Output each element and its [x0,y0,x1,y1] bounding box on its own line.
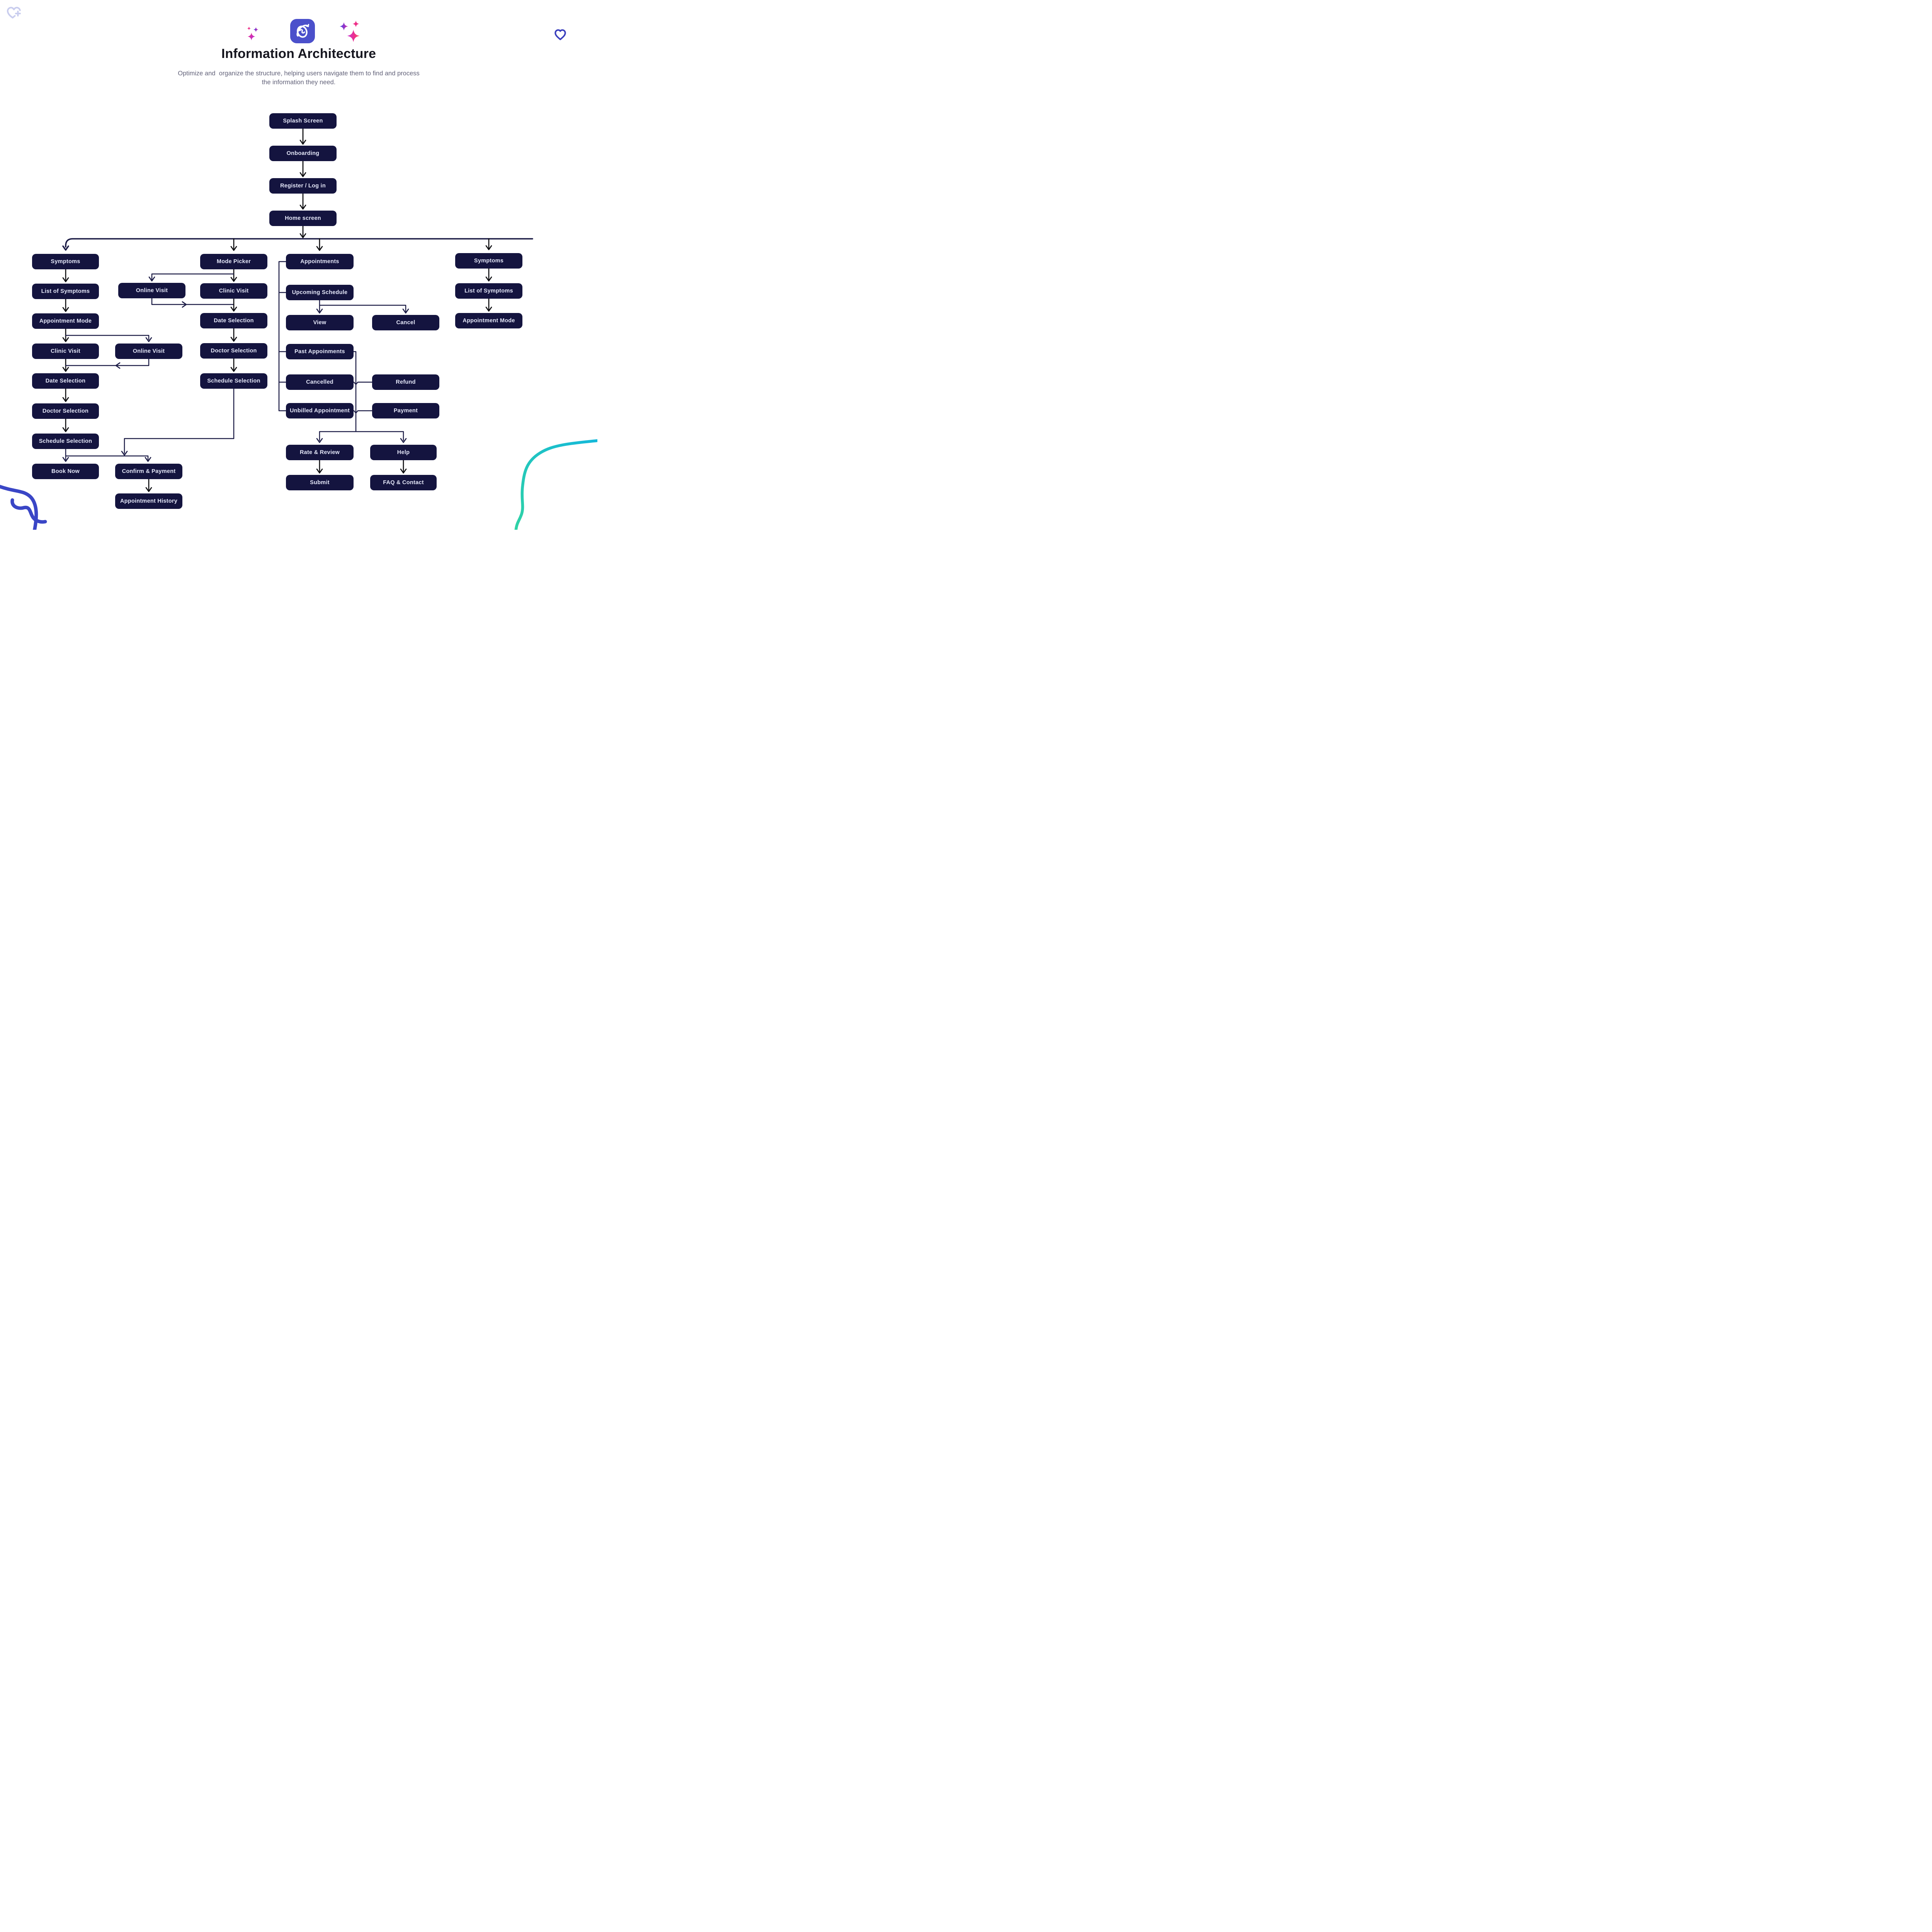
arrowhead-spine-to-symptoms-2 [485,245,492,250]
node-appointment-mode-1: Appointment Mode [32,313,99,329]
node-online-visit-2: Online Visit [118,283,185,298]
arrowhead-upcoming-split [316,308,323,314]
node-online-visit-1: Online Visit [115,344,182,359]
node-payment: Payment [372,403,439,418]
heart-icon [553,28,567,42]
edge-online2-merge [151,298,235,305]
node-list-of-symptoms-2: List of Symptoms [455,283,522,299]
arrowhead-list1-to-apptmode1 [62,307,69,312]
node-upcoming-schedule: Upcoming Schedule [286,285,354,300]
edge-schedule2-long-link [124,388,235,454]
node-help: Help [370,445,437,460]
node-clinic-visit-2: Clinic Visit [200,283,267,299]
node-home-screen: Home screen [269,211,337,226]
arrowhead-date1-to-doctor1 [62,397,69,402]
arrowhead-date2-to-doctor2 [230,337,237,342]
node-clinic-visit-1: Clinic Visit [32,344,99,359]
arrowhead-schedule1-junction [62,457,69,462]
arrowhead-schedule2-long-link [121,451,128,456]
node-submit: Submit [286,475,354,490]
arrowhead-help-to-faq [400,468,407,474]
node-past-appoinments: Past Appoinments [286,344,354,359]
flowchart-edges [0,128,597,530]
arrowhead-apptmode1-to-clinic1 [62,337,69,342]
node-cancelled: Cancelled [286,374,354,390]
node-doctor-selection-2: Doctor Selection [200,343,267,359]
heart-plus-icon [5,5,23,23]
edge-upcoming-split [319,299,406,312]
node-splash-screen: Splash Screen [269,113,337,129]
node-onboarding: Onboarding [269,146,337,161]
edge-online1-return [65,358,150,366]
arrowhead-doctor1-to-schedule1 [62,427,69,432]
arrowhead-schedule1-junction [145,457,151,462]
arrowhead-modepicker-to-clinic2 [230,277,237,282]
arrowhead-past-down-spine [400,438,407,443]
edge-apptmode1-to-online1 [65,335,150,340]
node-cancel: Cancel [372,315,439,330]
node-appointments: Appointments [286,254,354,269]
arrowhead-doctor2-to-schedule2 [230,367,237,372]
page-subtitle: Optimize and organize the structure, hel… [0,69,597,87]
arrowhead-modepicker-to-online2 [148,276,155,282]
information-architecture-page: Information Architecture Optimize and or… [0,0,597,530]
arrowhead-spine-to-mode-picker [230,246,237,251]
sparkles-icon [338,19,362,43]
arrowhead-apptmode1-to-online1 [145,337,152,342]
node-date-selection-1: Date Selection [32,373,99,389]
node-appointment-mode-2: Appointment Mode [455,313,522,328]
teal-curve [514,439,597,530]
arrowhead-main-spine [62,245,69,251]
edge-schedule1-junction [65,448,149,461]
node-view: View [286,315,354,330]
arrowhead-symptoms1-to-list1 [62,277,69,282]
node-book-now: Book Now [32,464,99,479]
node-symptoms-1: Symptoms [32,254,99,269]
edge-modepicker-to-online2 [151,273,235,280]
arrowhead-clinic1-to-date1 [62,367,69,372]
arrowhead-confirm-to-history [145,487,152,492]
sparkles-icon [246,25,262,41]
node-date-selection-2: Date Selection [200,313,267,328]
planet-doodle-logo [290,19,315,43]
node-refund: Refund [372,374,439,390]
edge-appointments-left-spine [278,261,287,412]
node-unbilled-appointment: Unbilled Appointment [286,403,354,418]
page-title: Information Architecture [221,46,376,61]
node-doctor-selection-1: Doctor Selection [32,403,99,419]
node-appointment-history: Appointment History [115,493,182,509]
node-confirm-payment: Confirm & Payment [115,464,182,479]
blue-curve-squiggle [10,498,47,524]
arrowhead-past-down-spine [316,438,323,443]
arrowhead-spine-to-appointments [316,246,323,251]
edge-unbilled-to-payment [353,410,373,414]
arrowhead-rate-to-submit [316,468,323,474]
node-faq-contact: FAQ & Contact [370,475,437,490]
node-mode-picker: Mode Picker [200,254,267,269]
arrowhead-upcoming-split [402,308,409,314]
edge-past-down-spine [319,351,404,441]
subtitle-line-1: Optimize and organize the structure, hel… [178,70,420,77]
arrowhead-splash-to-onboarding [299,139,306,145]
edge-cancelled-to-refund [353,381,373,385]
arrowhead-online2-merge [182,301,187,308]
node-schedule-selection-2: Schedule Selection [200,373,267,389]
arrowhead-clinic2-to-date2 [230,306,237,312]
node-register-login: Register / Log in [269,178,337,194]
arrowhead-online1-return [115,362,121,369]
node-rate-review: Rate & Review [286,445,354,460]
arrowhead-list2-to-apptmode2 [485,306,492,312]
arrowhead-onboarding-to-register [299,172,306,177]
subtitle-line-2: the information they need. [262,79,336,86]
node-symptoms-2: Symptoms [455,253,522,269]
edge-main-spine [65,238,533,248]
node-schedule-selection-1: Schedule Selection [32,434,99,449]
node-list-of-symptoms-1: List of Symptoms [32,284,99,299]
arrowhead-register-to-home [299,204,306,210]
arrowhead-symptoms2-to-list2 [485,276,492,282]
arrowhead-home-to-spine [299,233,306,238]
